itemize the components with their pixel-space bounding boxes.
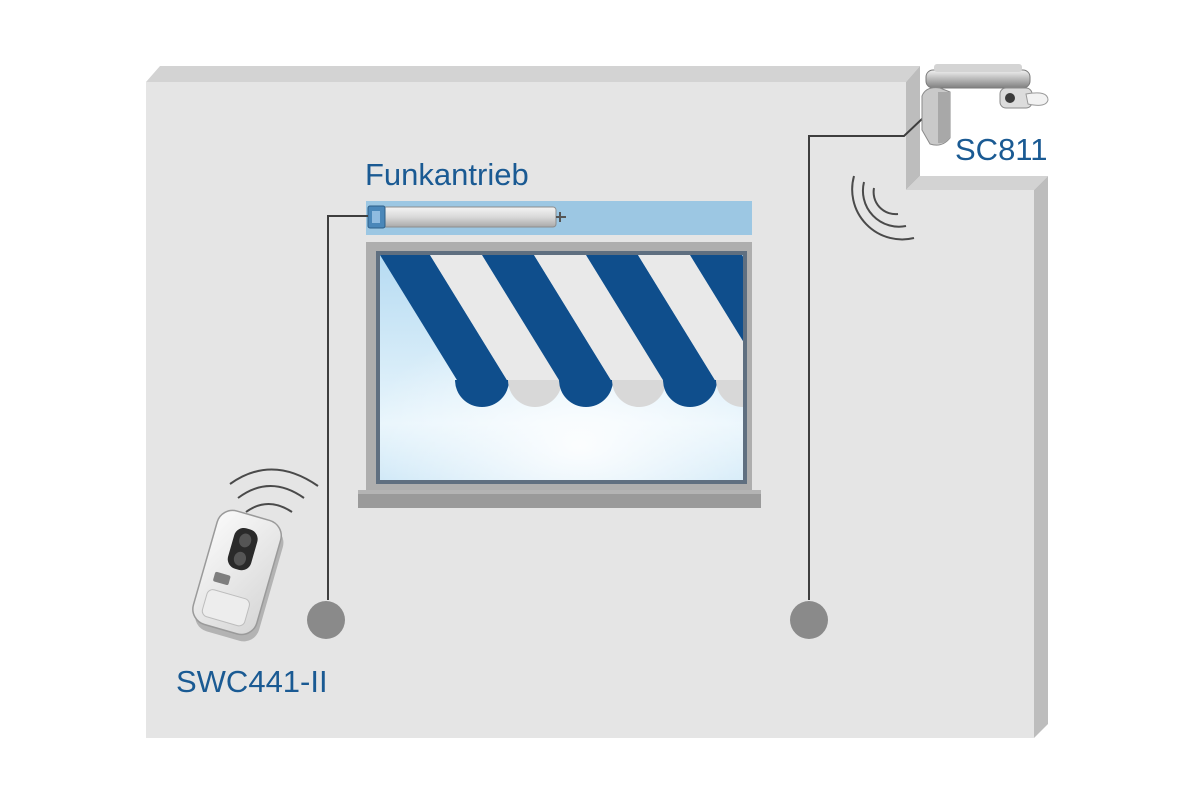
wall-step-top [906, 176, 1048, 190]
awning-stripe [586, 255, 718, 385]
tubular-motor-icon [367, 205, 566, 229]
sensor-eye [1005, 93, 1015, 103]
motor-label: Funkantrieb [365, 157, 529, 192]
remote-wave [245, 503, 293, 513]
remote-channel-indicator [213, 571, 231, 586]
sensor-mount-arm [925, 69, 1031, 89]
motor-cable [327, 215, 368, 600]
sensor-mount-top [934, 64, 1022, 72]
motor-end-cap-detail [372, 211, 380, 223]
valance-scallop [716, 380, 743, 407]
sensor-cable [808, 117, 924, 600]
valance-scallop [559, 380, 613, 407]
window-sill [358, 490, 761, 508]
awning-stripe [690, 255, 743, 342]
awning-stripe [430, 255, 562, 385]
awning [380, 255, 743, 407]
window-sill-highlight [358, 490, 761, 494]
remote-up-button [239, 533, 252, 548]
motor-socket [307, 601, 345, 639]
remote-wave [237, 485, 305, 499]
valance-scallop [663, 380, 717, 407]
sensor-socket [790, 601, 828, 639]
sensor-housing-shade [938, 92, 950, 144]
awning-valance [455, 380, 743, 407]
sensor-label: SC811 [955, 132, 1048, 167]
window [358, 201, 761, 508]
sensor-wave [872, 187, 899, 216]
remote-control-icon [192, 509, 284, 642]
valance-scallop [612, 380, 666, 407]
remote-lower-panel [201, 589, 250, 627]
wind-cup [1025, 92, 1049, 106]
remote-label: SWC441-II [176, 664, 328, 699]
valance-scallop [508, 380, 562, 407]
sun-wind-sensor-icon [921, 64, 1049, 146]
radio-wave-icon [229, 468, 319, 513]
valance-scallop [455, 380, 509, 407]
cables [327, 117, 924, 600]
wall-lower-side [1034, 176, 1048, 738]
sensor-wave [851, 175, 915, 241]
sensor-wave [861, 181, 907, 228]
awning-stripes [380, 255, 743, 385]
remote-wave [229, 468, 319, 487]
awning-stripe [482, 255, 614, 385]
wall-top-edge [146, 66, 920, 82]
radio-wave-icon [851, 175, 915, 241]
awning-stripe [380, 255, 510, 385]
remote-down-button [233, 551, 247, 566]
awning-stripe [638, 255, 743, 385]
motor-tube [367, 206, 557, 228]
awning-stripe [534, 255, 666, 385]
